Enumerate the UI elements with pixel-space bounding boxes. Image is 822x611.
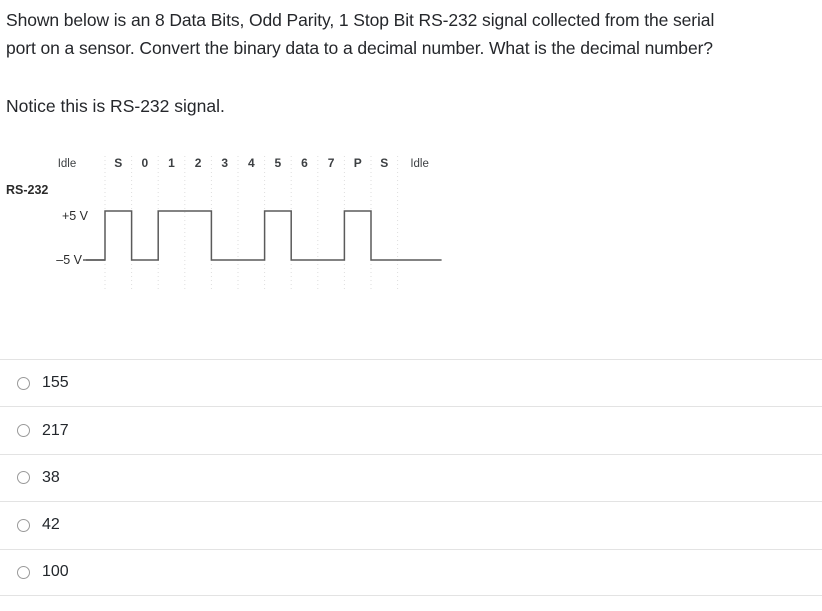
option-row-2[interactable]: 38: [0, 453, 822, 501]
option-label-0: 155: [42, 374, 69, 392]
waveform-svg: S 0 1 2 3 4 5 6 7 P S Idle Idle RS-232 +5 V –5 V: [6, 156, 442, 290]
question-block: Shown below is an 8 Data Bits, Odd Parit…: [0, 0, 822, 120]
question-spacer: [6, 62, 818, 92]
bit-label-4-5: 4: [248, 156, 255, 170]
signal-name-label: RS-232: [6, 183, 48, 197]
option-row-0[interactable]: 155: [0, 359, 822, 406]
radio-button-icon-2[interactable]: [17, 471, 30, 485]
bit-label-s-0: S: [114, 156, 122, 170]
bit-label-p-9: P: [354, 156, 362, 170]
bit-label-1-2: 1: [168, 156, 175, 170]
bit-label-2-3: 2: [195, 156, 202, 170]
bit-label-5-6: 5: [275, 156, 282, 170]
bit-label-3-4: 3: [221, 156, 228, 170]
answer-options-list: 155 217 38 42 100: [0, 359, 822, 596]
bit-label-7-8: 7: [328, 156, 335, 170]
waveform-gridlines: [104, 156, 399, 290]
rs232-waveform-figure: S 0 1 2 3 4 5 6 7 P S Idle Idle RS-232 +5 V –5 V: [0, 148, 500, 298]
waveform-bit-labels: S 0 1 2 3 4 5 6 7 P S: [114, 156, 388, 170]
question-line-1: Shown below is an 8 Data Bits, Odd Parit…: [6, 10, 715, 30]
radio-button-icon-4[interactable]: [17, 565, 30, 579]
option-label-2: 38: [42, 468, 60, 486]
option-label-3: 42: [42, 516, 60, 534]
radio-button-icon-3[interactable]: [17, 518, 30, 532]
waveform-trace: [83, 210, 442, 261]
bit-label-s-10: S: [380, 156, 388, 170]
option-row-3[interactable]: 42: [0, 501, 822, 548]
bit-label-6-7: 6: [301, 156, 308, 170]
question-notice: Notice this is RS-232 signal.: [6, 96, 225, 116]
high-voltage-label: +5 V: [62, 209, 89, 223]
option-row-1[interactable]: 217: [0, 406, 822, 453]
idle-right-label: Idle: [410, 158, 429, 170]
option-label-1: 217: [42, 421, 69, 439]
bit-label-0-1: 0: [142, 156, 149, 170]
low-voltage-label: –5 V: [56, 253, 82, 267]
radio-button-icon-0[interactable]: [17, 376, 30, 390]
option-row-4[interactable]: 100: [0, 548, 822, 596]
idle-left-label: Idle: [58, 158, 77, 170]
option-label-4: 100: [42, 563, 69, 581]
radio-button-icon-1[interactable]: [17, 424, 30, 438]
question-line-2: port on a sensor. Convert the binary dat…: [6, 38, 713, 58]
